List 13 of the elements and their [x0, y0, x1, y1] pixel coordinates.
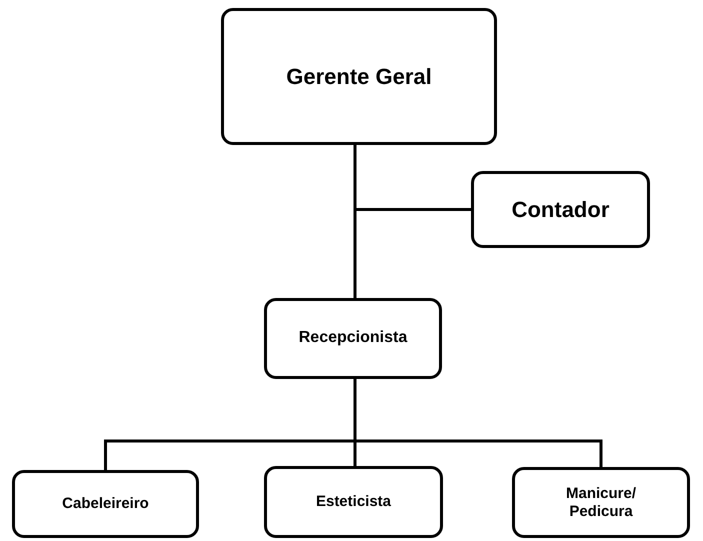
org-box — [221, 8, 497, 145]
org-box — [264, 466, 443, 538]
role-title: Recepcionista — [298, 329, 408, 348]
role-title: Manicure/ Pedicura — [564, 485, 638, 520]
org-box — [471, 171, 650, 248]
role-title: Contador — [512, 196, 610, 222]
org-box — [264, 298, 442, 379]
role-title: Cabeleireiro — [62, 495, 149, 513]
role-title: Gerente Geral — [286, 64, 432, 90]
connector-line — [354, 145, 356, 298]
role-title: Esteticista — [316, 493, 392, 511]
org-box — [12, 470, 199, 538]
org-box — [512, 467, 690, 538]
